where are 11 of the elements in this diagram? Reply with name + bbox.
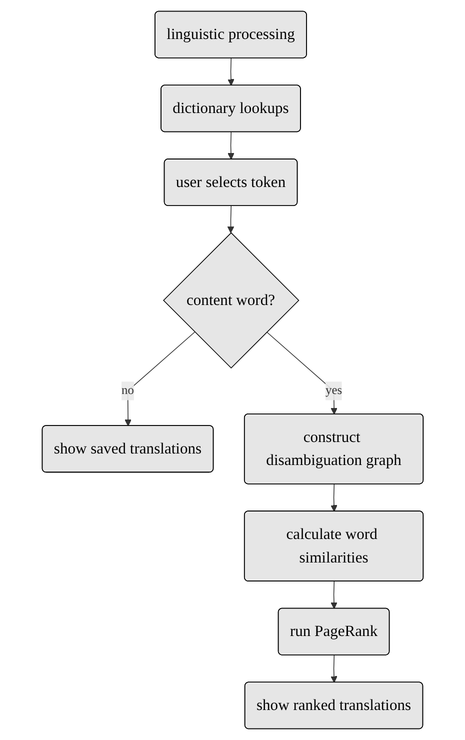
- arrow: [124, 332, 195, 426]
- edge-label: no: [121, 384, 134, 398]
- arrow: [330, 581, 338, 609]
- arrow: [266, 332, 338, 415]
- arrow: [227, 206, 234, 234]
- arrow: [227, 58, 234, 86]
- arrow: [227, 132, 234, 160]
- node-diamond: content word?: [162, 232, 300, 369]
- edge-label: yes: [325, 384, 342, 398]
- arrow: [330, 484, 338, 512]
- arrow: [330, 654, 338, 683]
